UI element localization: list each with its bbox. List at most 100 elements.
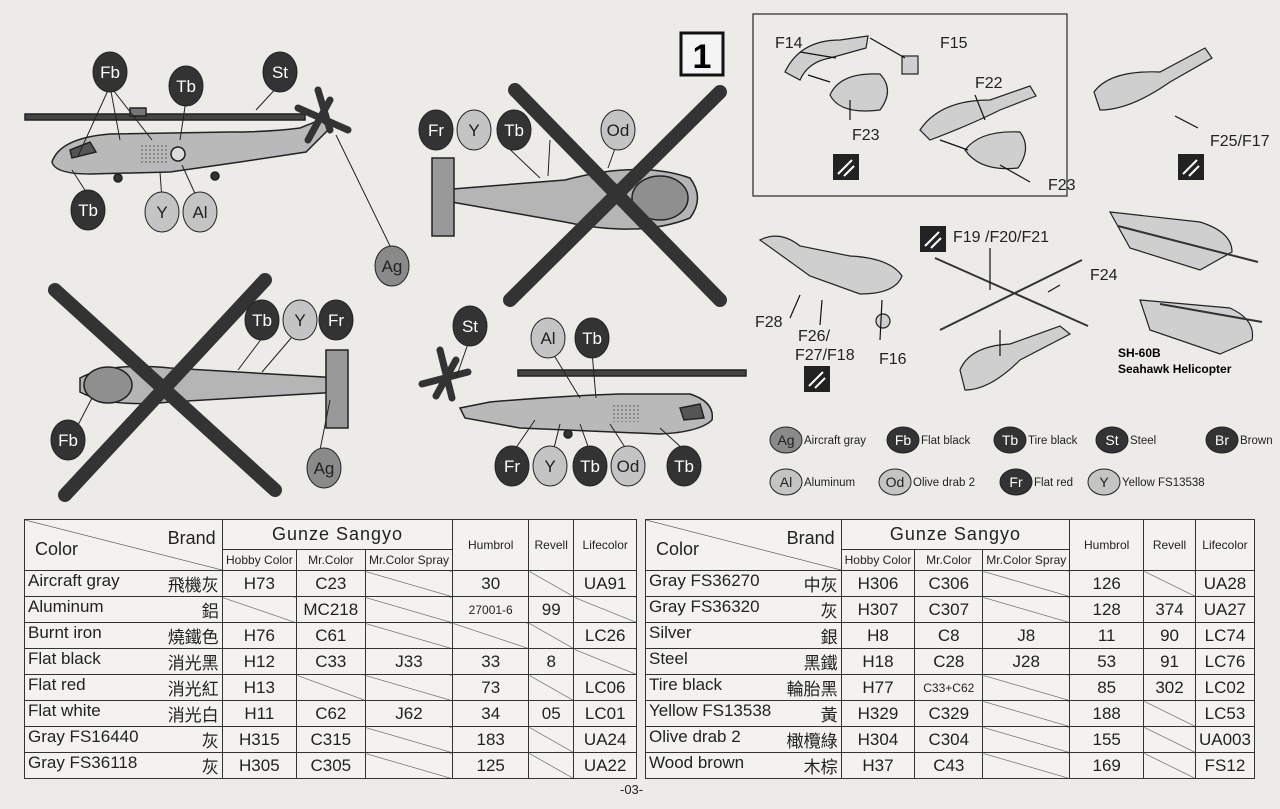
svg-text:Fb: Fb <box>58 431 78 450</box>
callout-al: Al <box>182 191 218 233</box>
callout-fb: Fb <box>92 51 128 93</box>
humbrol-cell: 11 <box>1069 622 1145 649</box>
svg-text:Y: Y <box>468 121 479 140</box>
mrcolor-spray-header: Mr.Color Spray <box>364 549 454 571</box>
humbrol-header: Humbrol <box>452 519 530 571</box>
spray-cell <box>982 570 1071 597</box>
mr-cell: MC218 <box>296 596 366 623</box>
hobby-color-header: Hobby Color <box>840 549 916 571</box>
life-cell <box>573 648 637 675</box>
hobby-cell: H306 <box>840 570 916 597</box>
svg-text:Y: Y <box>1099 474 1109 490</box>
svg-text:Fb: Fb <box>895 432 912 448</box>
life-cell: UA22 <box>573 752 637 779</box>
revell-cell <box>1143 700 1196 727</box>
spray-cell <box>364 622 454 649</box>
life-cell: UA28 <box>1194 570 1256 597</box>
spray-cell <box>982 674 1071 701</box>
hobby-cell: H307 <box>840 596 916 623</box>
callout-tb: Tb <box>574 317 610 359</box>
svg-text:Flat red: Flat red <box>1034 477 1073 489</box>
parts-inset-drawings <box>758 35 1254 391</box>
callout-al: Al <box>530 317 566 359</box>
humbrol-cell: 183 <box>452 726 530 753</box>
mr-cell: C43 <box>914 752 984 779</box>
spray-cell <box>982 700 1071 727</box>
life-cell: LC74 <box>1194 622 1256 649</box>
callout-st: St <box>262 51 298 93</box>
humbrol-cell: 155 <box>1069 726 1145 753</box>
mr-cell: C329 <box>914 700 984 727</box>
humbrol-cell: 126 <box>1069 570 1145 597</box>
spray-cell <box>364 674 454 701</box>
revell-cell <box>1143 752 1196 779</box>
mr-cell <box>296 674 366 701</box>
hobby-cell: H13 <box>221 674 298 701</box>
parts-inset-box <box>752 13 1068 197</box>
model-subtitle: Seahawk Helicopter <box>1118 362 1232 376</box>
humbrol-cell: 30 <box>452 570 530 597</box>
helicopter-bottom-view <box>48 273 349 502</box>
mr-cell: C304 <box>914 726 984 753</box>
svg-text:St: St <box>462 317 478 336</box>
humbrol-cell: 34 <box>452 700 530 727</box>
svg-text:Tb: Tb <box>78 201 98 220</box>
mr-cell: C61 <box>296 622 366 649</box>
svg-text:Al: Al <box>540 329 555 348</box>
spray-cell <box>982 726 1071 753</box>
callout-st: St <box>452 305 488 347</box>
callout-tb: Tb <box>70 189 106 231</box>
mrcolor-header: Mr.Color <box>914 549 984 571</box>
callout-tb: Tb <box>244 299 280 341</box>
revell-cell <box>528 726 575 753</box>
revell-header: Revell <box>1143 519 1196 571</box>
revell-cell: 91 <box>1143 648 1196 675</box>
revell-cell <box>1143 726 1196 753</box>
revell-cell: 8 <box>528 648 575 675</box>
spray-cell: J62 <box>364 700 454 727</box>
mr-cell: C8 <box>914 622 984 649</box>
revell-cell <box>528 752 575 779</box>
svg-text:Olive drab 2: Olive drab 2 <box>913 477 975 489</box>
part-label: F28 <box>755 314 783 331</box>
life-cell: UA91 <box>573 570 637 597</box>
hobby-cell: H76 <box>221 622 298 649</box>
humbrol-cell: 85 <box>1069 674 1145 701</box>
life-cell: LC01 <box>573 700 637 727</box>
revell-cell <box>528 570 575 597</box>
callout-fr: Fr <box>318 299 354 341</box>
hobby-cell: H329 <box>840 700 916 727</box>
hobby-cell: H305 <box>221 752 298 779</box>
revell-cell: 05 <box>528 700 575 727</box>
life-cell: LC02 <box>1194 674 1256 701</box>
lifecolor-header: Lifecolor <box>1194 519 1256 571</box>
svg-text:Tire black: Tire black <box>1028 435 1078 447</box>
hobby-cell: H11 <box>221 700 298 727</box>
humbrol-cell: 125 <box>452 752 530 779</box>
svg-text:Tb: Tb <box>674 457 694 476</box>
svg-text:Y: Y <box>294 311 305 330</box>
svg-text:Flat black: Flat black <box>921 435 970 447</box>
revell-cell <box>1143 570 1196 597</box>
part-label: F22 <box>975 75 1003 92</box>
lifecolor-header: Lifecolor <box>573 519 637 571</box>
revell-cell: 302 <box>1143 674 1196 701</box>
